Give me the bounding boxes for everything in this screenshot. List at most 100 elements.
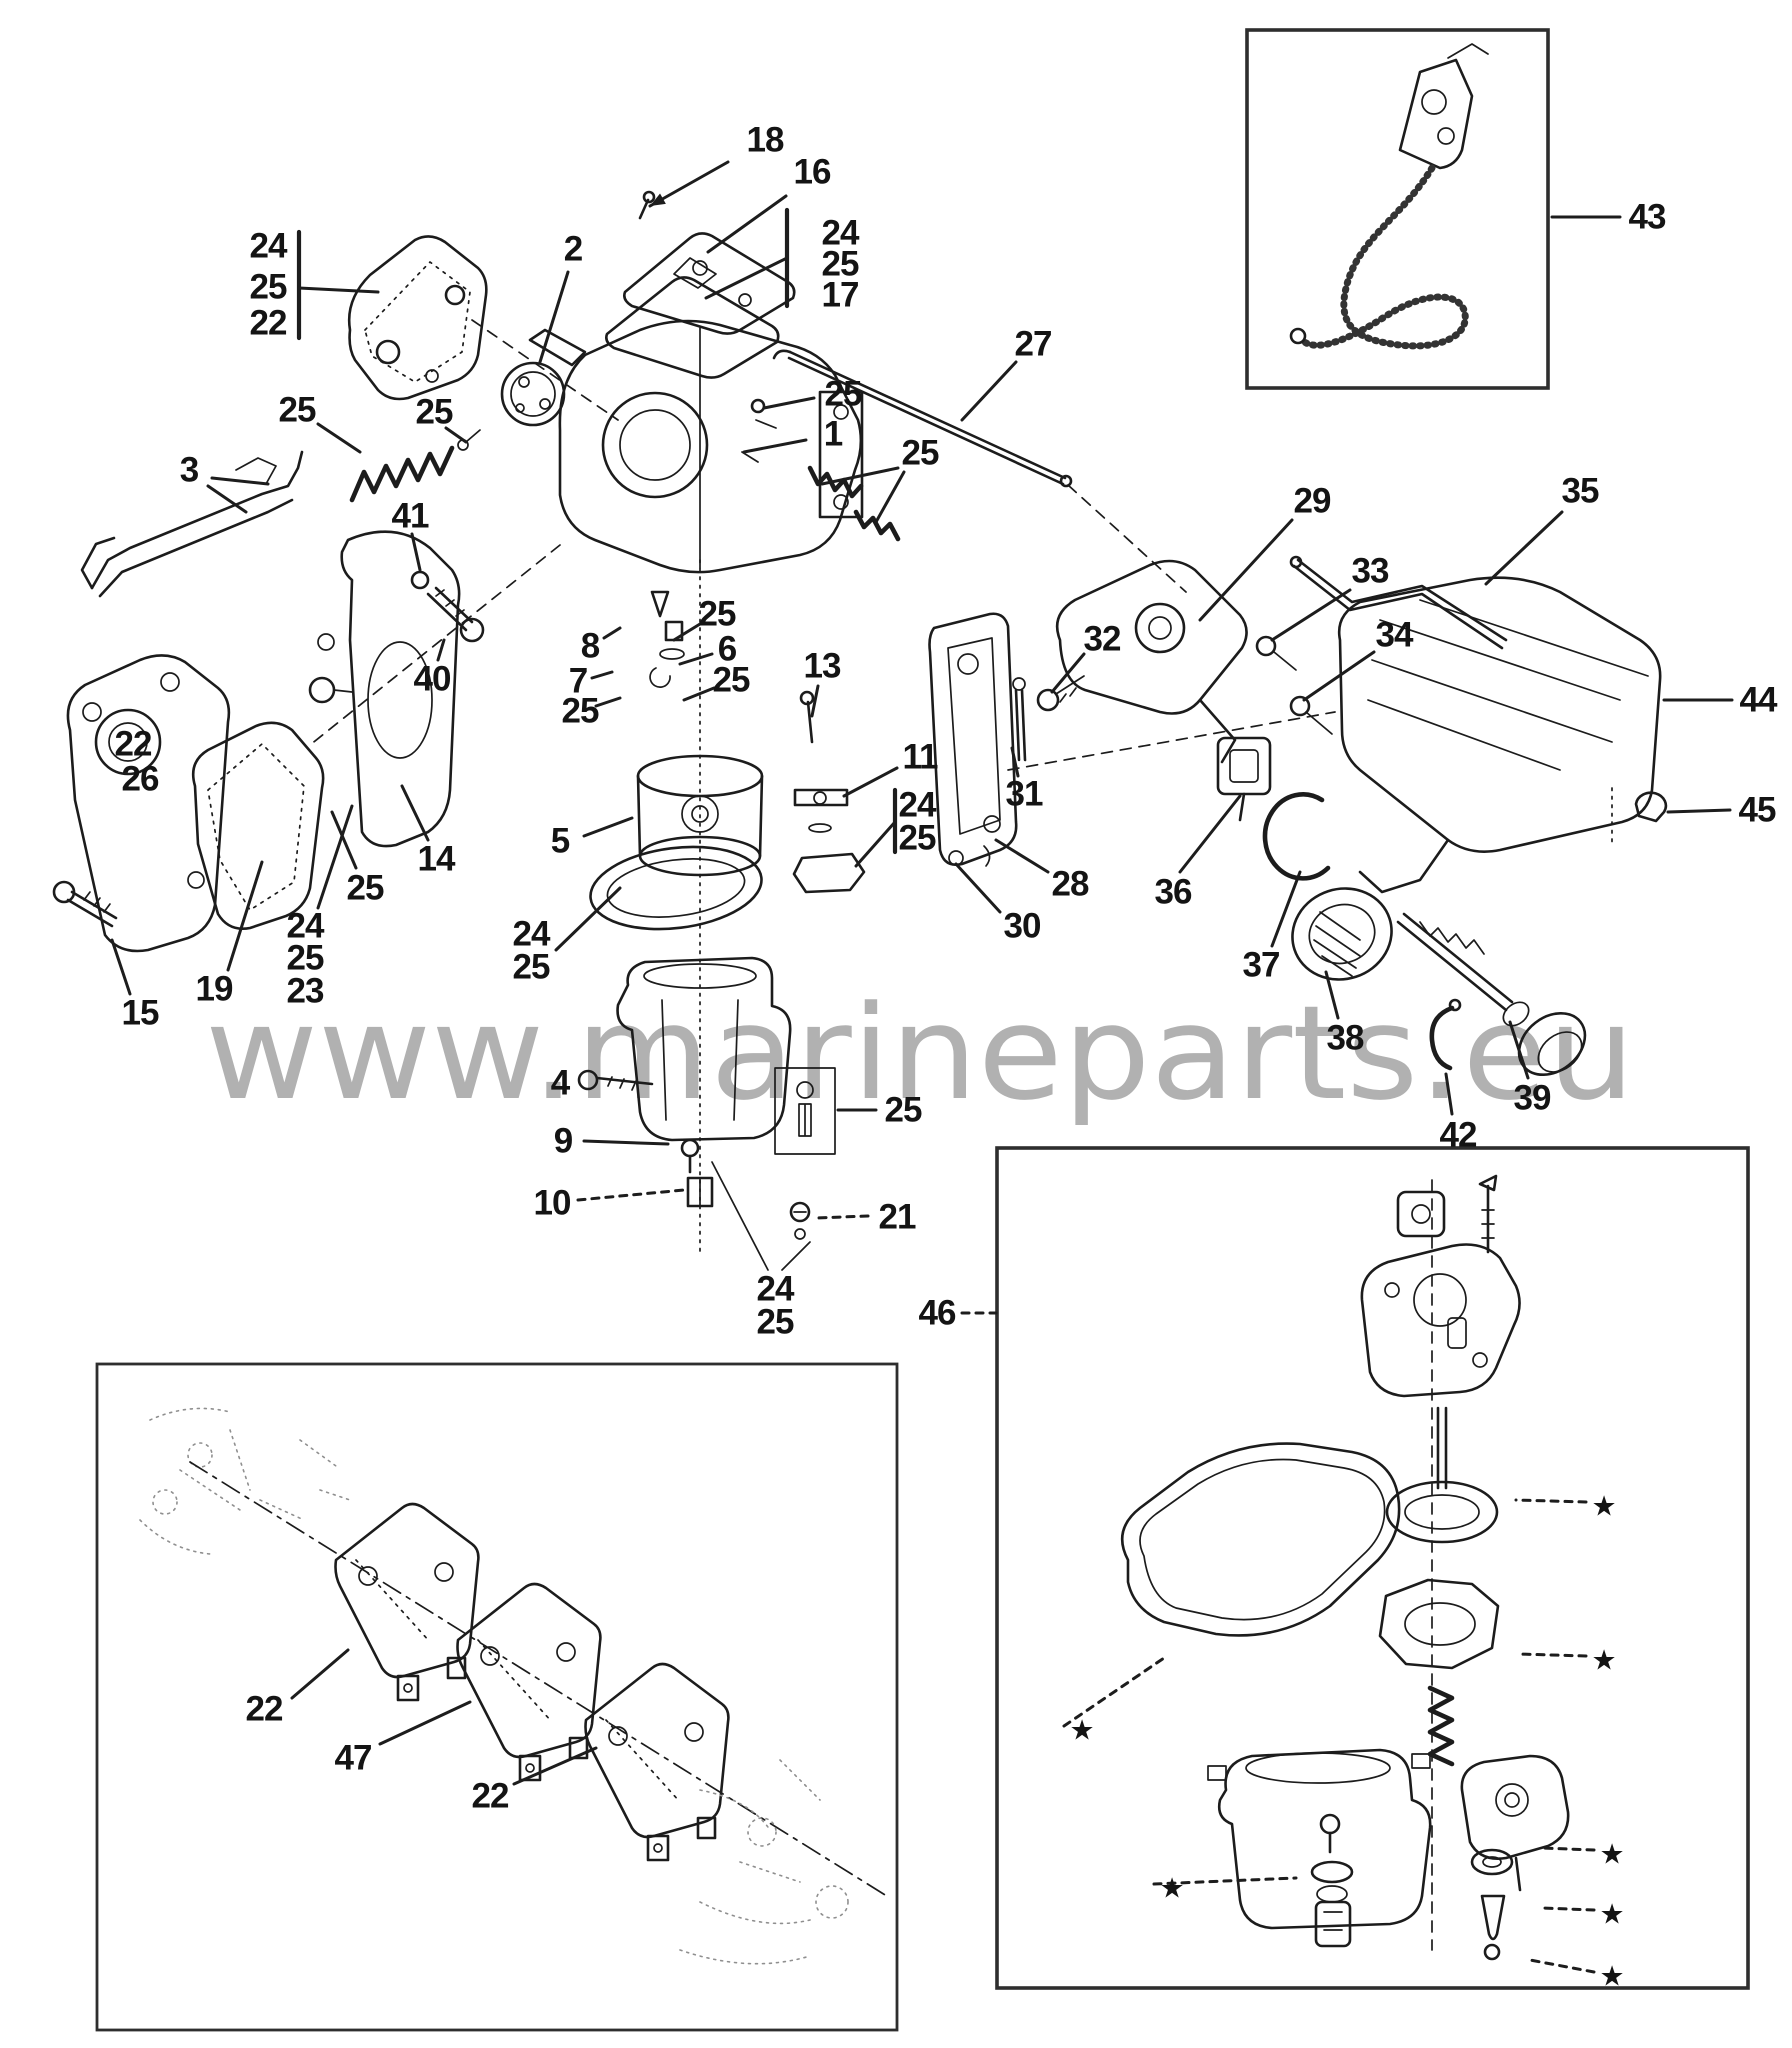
c-clip-drawing xyxy=(1262,792,1331,881)
callout-33: 33 xyxy=(1352,552,1389,591)
needle-and-nozzle-drawing xyxy=(649,590,866,894)
leader-line xyxy=(704,256,789,300)
leader-line xyxy=(602,626,622,640)
top-cover-plate-drawing xyxy=(623,232,796,335)
star-marker-icon: ★ xyxy=(1591,1490,1616,1523)
callout-14: 14 xyxy=(418,840,456,879)
leader-line xyxy=(210,476,270,486)
callout-8: 8 xyxy=(581,627,600,666)
pump-gasket-drawing xyxy=(1378,1578,1500,1670)
pump-bowl-drawing xyxy=(1207,1748,1432,1930)
leader-line xyxy=(1270,588,1352,642)
callout-13: 13 xyxy=(804,647,841,686)
callout-34: 34 xyxy=(1376,616,1414,655)
throttle-rod-drawing xyxy=(772,349,1073,488)
callout-1: 1 xyxy=(824,415,843,454)
leader-line xyxy=(590,670,614,680)
inset-cable-assembly xyxy=(1245,28,1550,390)
leader-line xyxy=(1050,652,1086,694)
leader-line xyxy=(316,422,362,454)
leader-line xyxy=(874,470,906,524)
leader-line xyxy=(1270,870,1302,948)
callout-5: 5 xyxy=(551,822,570,861)
callout-44: 44 xyxy=(1740,681,1778,720)
inset-fuel-pump-kit xyxy=(995,1146,1750,1990)
inset-box-cable xyxy=(1245,28,1550,390)
leader-line xyxy=(226,860,264,972)
pump-diaphragm-drawing xyxy=(1385,1406,1499,1544)
callout-22: 22 xyxy=(250,304,287,343)
leader-line xyxy=(512,1746,598,1786)
leader-line xyxy=(378,1700,472,1746)
pump-small-parts-drawing xyxy=(1310,1813,1514,1961)
callout-26: 26 xyxy=(122,760,159,799)
callout-25: 25 xyxy=(250,268,287,307)
callout-24: 24 xyxy=(899,786,937,825)
callout-42: 42 xyxy=(1440,1116,1477,1155)
callout-24: 24 xyxy=(250,227,288,266)
star-marker-icon: ★ xyxy=(1599,1838,1624,1871)
inset-mounting-brackets xyxy=(95,1362,899,2032)
callout-25: 25 xyxy=(513,948,550,987)
throttle-spring-drawing xyxy=(349,445,455,503)
callout-36: 36 xyxy=(1155,873,1192,912)
callout-25: 25 xyxy=(347,869,384,908)
callout-16: 16 xyxy=(794,153,831,192)
callout-9: 9 xyxy=(554,1122,573,1161)
leader-line xyxy=(444,426,468,444)
callout-22: 22 xyxy=(115,725,152,764)
leader-line xyxy=(994,838,1050,874)
leader-line xyxy=(206,484,248,514)
callout-43: 43 xyxy=(1629,198,1666,237)
callout-25: 25 xyxy=(562,692,599,731)
inset-box-fuel-pump xyxy=(995,1146,1750,1990)
plunger-assembly-drawing xyxy=(1396,912,1587,1077)
callout-25: 25 xyxy=(885,1091,922,1130)
star-leader-line xyxy=(1540,1846,1596,1852)
callout-21: 21 xyxy=(879,1198,916,1237)
star-marker-icon: ★ xyxy=(1599,1960,1624,1993)
leader-line xyxy=(400,784,430,842)
callout-10: 10 xyxy=(534,1184,571,1223)
float-drawing xyxy=(636,754,764,877)
callout-25: 25 xyxy=(713,661,750,700)
leader-line xyxy=(1508,1020,1530,1080)
callout-17: 17 xyxy=(822,276,859,315)
callout-30: 30 xyxy=(1004,907,1041,946)
callout-25: 25 xyxy=(699,595,736,634)
callout-19: 19 xyxy=(196,970,233,1009)
leader-line xyxy=(410,532,422,572)
callout-45: 45 xyxy=(1739,791,1776,830)
callout-25: 25 xyxy=(825,375,862,414)
leader-line xyxy=(742,438,808,454)
callout-25: 25 xyxy=(757,1303,794,1342)
diaphragm-disc-drawing xyxy=(457,361,566,451)
leader-line xyxy=(538,270,570,364)
callout-28: 28 xyxy=(1052,865,1089,904)
hook-link-drawing xyxy=(1429,998,1462,1071)
leader-line xyxy=(290,1648,350,1700)
star-leader-line xyxy=(1152,1876,1298,1886)
cam-arm-drawing xyxy=(1036,559,1333,764)
leader-line xyxy=(672,622,702,642)
cable-end-drawing xyxy=(1289,327,1307,345)
callout-15: 15 xyxy=(122,994,159,1033)
callout-2: 2 xyxy=(564,230,583,269)
leader-line xyxy=(820,466,900,486)
leader-line xyxy=(594,696,622,708)
callout-6: 6 xyxy=(718,630,737,669)
leader-line xyxy=(436,638,446,662)
callout-25: 25 xyxy=(416,393,453,432)
star-marker-icon: ★ xyxy=(1599,1898,1624,1931)
cable-bracket-drawing xyxy=(1398,43,1489,170)
silencer-body-drawing xyxy=(1337,576,1668,894)
callout-24: 24 xyxy=(287,907,325,946)
inset-box-brackets xyxy=(95,1362,899,2032)
callout-25: 25 xyxy=(902,434,939,473)
leader-line xyxy=(1444,1072,1454,1116)
linkage-plate-drawing xyxy=(928,612,1027,867)
leader-line xyxy=(1198,518,1294,622)
screen-disc-drawing xyxy=(1291,887,1393,981)
cover-screw-drawing xyxy=(638,190,656,220)
